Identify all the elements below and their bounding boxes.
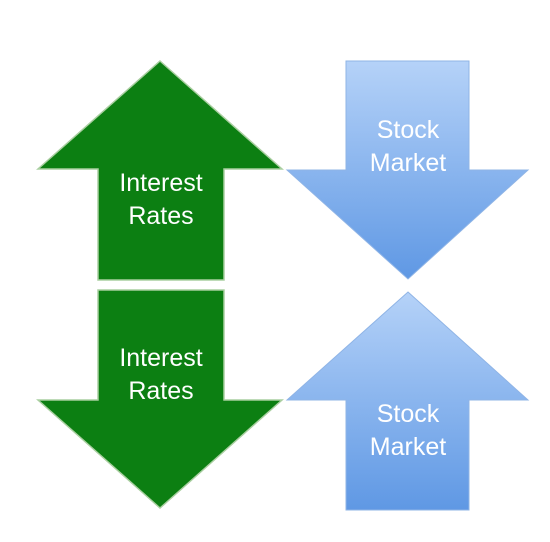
label-line: Rates [128,202,194,230]
interest-rates-down-arrow [36,289,284,510]
interest-rates-down-label: Interest Rates [98,342,224,408]
stock-market-up-arrow [285,291,530,511]
label-line: Interest [119,344,203,372]
label-line: Market [369,433,447,461]
label-line: Interest [119,169,203,197]
label-line: Stock [376,400,440,428]
stock-market-down-label: Stock Market [346,114,470,180]
label-line: Stock [376,116,440,144]
label-line: Market [369,149,447,177]
stock-market-down-arrow [285,60,530,280]
interest-rates-up-arrow [36,59,284,281]
interest-rates-up-label: Interest Rates [98,167,224,233]
label-line: Rates [128,377,194,405]
stock-market-up-label: Stock Market [346,398,470,464]
